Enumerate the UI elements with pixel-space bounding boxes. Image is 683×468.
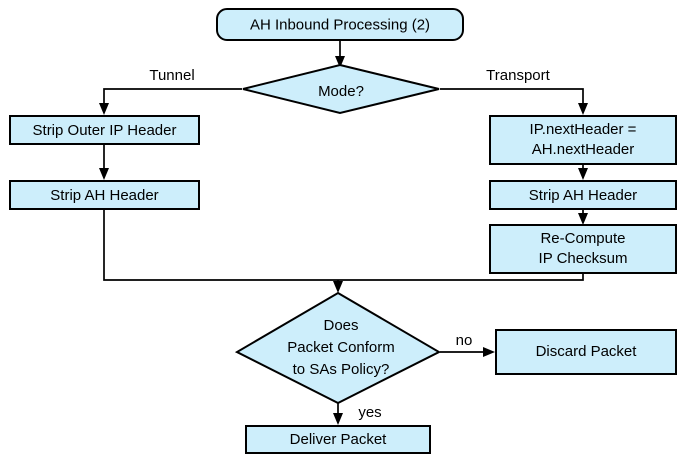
node-strip-ah-header-tunnel-shape [9, 180, 200, 210]
node-mode-decision[interactable]: Mode? [242, 63, 440, 115]
node-strip-ah-header-transport-shape [489, 180, 677, 210]
edge-label-tunnel: Tunnel [149, 67, 194, 84]
node-recompute-checksum-label-line2: IP Checksum [539, 250, 628, 267]
node-next-header-assign-label-line1: IP.nextHeader = [530, 121, 637, 138]
edge-policy-no-to-discard [440, 347, 495, 357]
node-strip-ah-header-transport[interactable]: Strip AH Header [489, 180, 677, 210]
node-start-shape [216, 8, 464, 41]
node-strip-ah-header-transport-label: Strip AH Header [529, 187, 637, 204]
node-recompute-checksum[interactable]: Re-Compute IP Checksum [489, 224, 677, 274]
node-policy-decision-label-line2: Packet Conform [287, 339, 395, 356]
edge-nextheader-to-stripah [578, 163, 588, 180]
node-policy-decision[interactable]: Does Packet Conform to SAs Policy? [234, 291, 442, 405]
node-strip-outer-ip-header-label: Strip Outer IP Header [33, 122, 177, 139]
edge-policy-yes-to-deliver [333, 403, 343, 425]
node-recompute-checksum-shape [489, 224, 677, 274]
node-strip-outer-ip-header[interactable]: Strip Outer IP Header [9, 115, 200, 145]
node-deliver-packet-shape [245, 425, 431, 454]
node-recompute-checksum-label-line1: Re-Compute [540, 230, 625, 247]
node-strip-outer-ip-header-shape [9, 115, 200, 145]
node-mode-decision-label: Mode? [318, 83, 364, 100]
node-next-header-assign-label-line2: AH.nextHeader [532, 141, 635, 158]
edge-join-to-policy [333, 280, 343, 293]
node-discard-packet[interactable]: Discard Packet [495, 329, 677, 375]
edge-label-no: no [456, 332, 473, 349]
edge-label-yes: yes [358, 404, 381, 421]
edge-start-to-mode [335, 40, 345, 68]
edge-tunnel-join [103, 208, 338, 281]
node-mode-decision-shape [242, 63, 440, 115]
edge-mode-to-tunnel [99, 88, 242, 115]
node-discard-packet-shape [495, 329, 677, 375]
node-discard-packet-label: Discard Packet [536, 343, 638, 360]
edge-label-transport: Transport [486, 67, 550, 84]
node-policy-decision-label-line1: Does [323, 317, 358, 334]
node-start-label: AH Inbound Processing (2) [250, 16, 430, 33]
node-deliver-packet[interactable]: Deliver Packet [245, 425, 431, 454]
node-policy-decision-shape [234, 291, 442, 405]
edge-mode-to-transport [440, 88, 588, 115]
edge-transport-join [338, 272, 584, 281]
node-strip-ah-header-tunnel[interactable]: Strip AH Header [9, 180, 200, 210]
node-next-header-assign-shape [489, 115, 677, 165]
node-next-header-assign[interactable]: IP.nextHeader = AH.nextHeader [489, 115, 677, 165]
node-deliver-packet-label: Deliver Packet [290, 431, 388, 448]
node-start[interactable]: AH Inbound Processing (2) [216, 8, 464, 41]
node-strip-ah-header-tunnel-label: Strip AH Header [50, 187, 158, 204]
edge-stripah-to-recompute [578, 208, 588, 225]
node-policy-decision-label-line3: to SAs Policy? [293, 361, 390, 378]
edge-stripouter-to-stripah [99, 144, 109, 180]
